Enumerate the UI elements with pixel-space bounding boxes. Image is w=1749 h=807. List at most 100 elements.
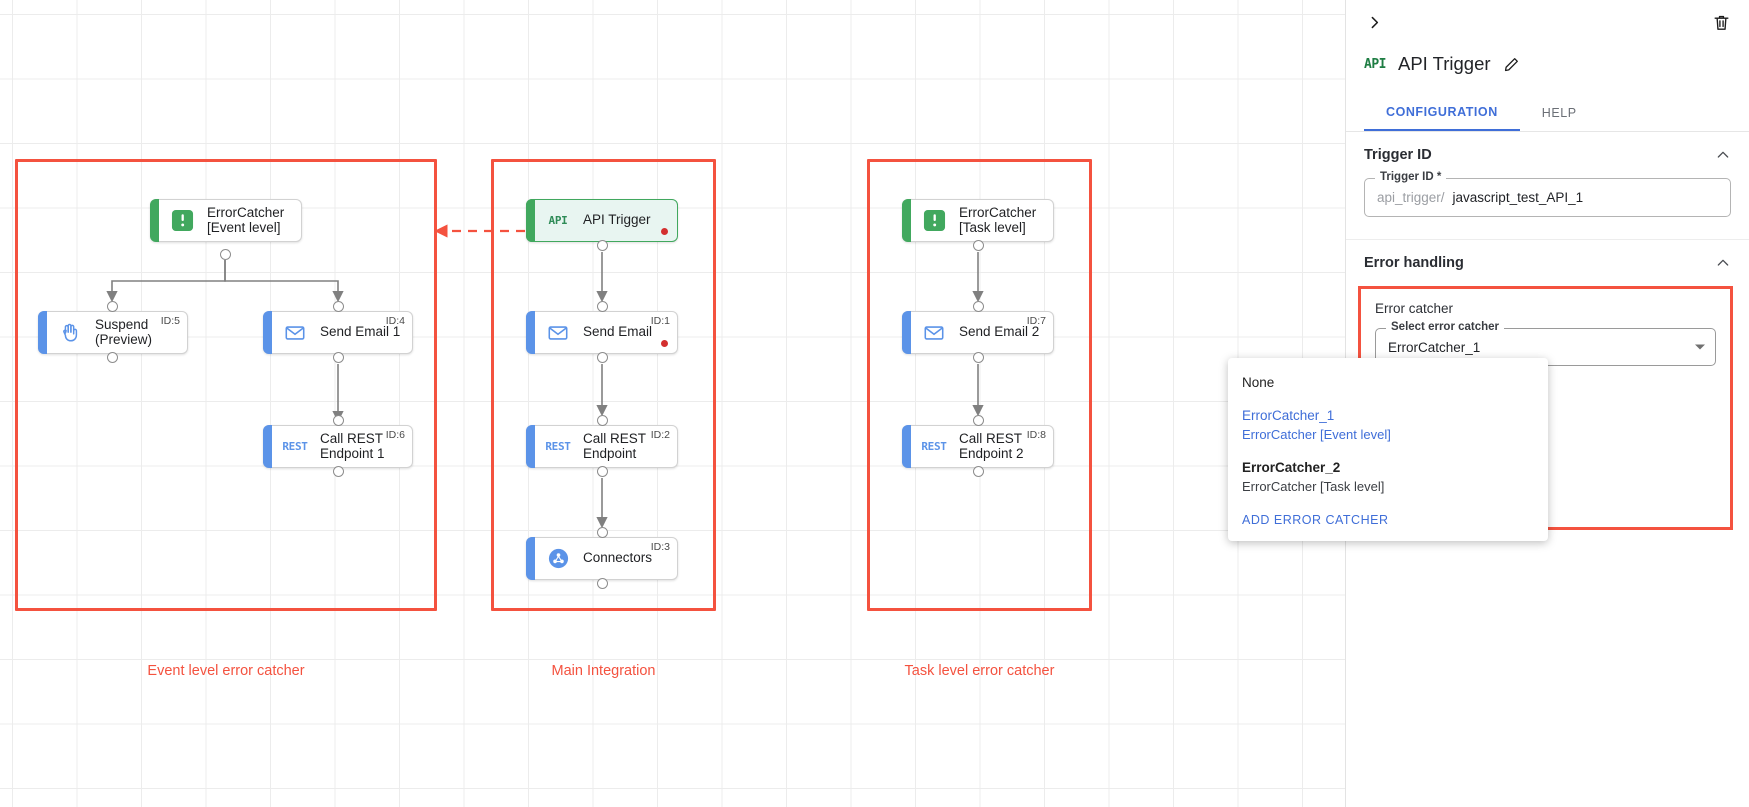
node-port-out[interactable] xyxy=(333,466,344,477)
node-id-badge: ID:5 xyxy=(160,315,180,327)
option-primary-label: ErrorCatcher_1 xyxy=(1242,408,1335,423)
node-accent-bar xyxy=(526,311,535,354)
node-port-in[interactable] xyxy=(333,415,344,426)
node-send-email[interactable]: Send Email ID:1 xyxy=(526,311,678,354)
node-port-out[interactable] xyxy=(597,352,608,363)
node-id-badge: ID:7 xyxy=(1026,315,1046,327)
node-port-out[interactable] xyxy=(597,578,608,589)
node-label: Connectors xyxy=(583,550,653,566)
option-secondary-label: ErrorCatcher [Task level] xyxy=(1242,479,1385,494)
node-api-trigger[interactable]: API API Trigger xyxy=(526,199,678,242)
node-accent-bar xyxy=(526,425,535,468)
trigger-id-prefix: api_trigger/ xyxy=(1377,190,1445,205)
node-error-indicator xyxy=(661,340,668,347)
add-error-catcher-button[interactable]: ADD ERROR CATCHER xyxy=(1242,513,1389,527)
api-icon: API xyxy=(1364,56,1386,72)
node-accent-bar xyxy=(150,199,159,242)
node-id-badge: ID:4 xyxy=(385,315,405,327)
node-label: Send Email 2 xyxy=(959,324,1040,340)
page-title: API Trigger xyxy=(1397,53,1491,74)
node-call-rest-endpoint[interactable]: REST Call REST Endpoint ID:2 xyxy=(526,425,678,468)
api-icon: API xyxy=(548,214,568,227)
panel-title-row: API API Trigger xyxy=(1346,46,1749,82)
node-accent-bar xyxy=(902,425,911,468)
node-port-in[interactable] xyxy=(597,301,608,312)
section-error-handling: Error handling xyxy=(1346,240,1749,286)
section-trigger-id-header[interactable]: Trigger ID xyxy=(1364,132,1731,178)
node-label: Call REST Endpoint 2 xyxy=(959,431,1024,461)
chevron-right-icon[interactable] xyxy=(1362,10,1386,34)
node-label: Call REST Endpoint xyxy=(583,431,647,461)
group-frame-main-integration[interactable] xyxy=(491,159,716,611)
select-error-catcher-value: ErrorCatcher_1 xyxy=(1388,339,1481,355)
node-call-rest-endpoint-2[interactable]: REST Call REST Endpoint 2 ID:8 xyxy=(902,425,1054,468)
group-frame-event-level[interactable] xyxy=(15,159,437,611)
node-port-in[interactable] xyxy=(333,301,344,312)
node-errorcatcher-event-level[interactable]: ErrorCatcher [Event level] xyxy=(150,199,302,242)
workflow-canvas[interactable]: Event level error catcher Main Integrati… xyxy=(0,0,1345,807)
node-errorcatcher-task-level[interactable]: ErrorCatcher [Task level] xyxy=(902,199,1054,242)
dropdown-option-errorcatcher-2[interactable]: ErrorCatcher_2 ErrorCatcher [Task level] xyxy=(1228,451,1548,503)
select-error-catcher[interactable]: Select error catcher ErrorCatcher_1 xyxy=(1375,321,1716,366)
dropdown-option-errorcatcher-1[interactable]: ErrorCatcher_1 ErrorCatcher [Event level… xyxy=(1228,399,1548,451)
tab-configuration[interactable]: CONFIGURATION xyxy=(1364,94,1520,131)
tab-help[interactable]: HELP xyxy=(1541,105,1577,120)
envelope-icon xyxy=(921,320,947,346)
group-frame-task-level[interactable] xyxy=(867,159,1092,611)
trigger-id-legend: Trigger ID * xyxy=(1375,171,1447,183)
node-suspend[interactable]: Suspend (Preview) ID:5 xyxy=(38,311,188,354)
node-accent-bar xyxy=(526,537,535,580)
node-call-rest-endpoint-1[interactable]: REST Call REST Endpoint 1 ID:6 xyxy=(263,425,413,468)
section-error-handling-header[interactable]: Error handling xyxy=(1364,240,1731,286)
panel-toolbar xyxy=(1346,0,1749,46)
node-send-email-2[interactable]: Send Email 2 ID:7 xyxy=(902,311,1054,354)
section-title: Trigger ID xyxy=(1364,147,1432,163)
node-label: ErrorCatcher [Event level] xyxy=(207,205,285,235)
node-port-in[interactable] xyxy=(973,301,984,312)
chevron-down-icon[interactable] xyxy=(1695,344,1705,350)
node-connectors[interactable]: Connectors ID:3 xyxy=(526,537,678,580)
node-port-out[interactable] xyxy=(220,249,231,260)
node-send-email-1[interactable]: Send Email 1 ID:4 xyxy=(263,311,413,354)
node-id-badge: ID:6 xyxy=(385,429,405,441)
node-accent-bar xyxy=(38,311,47,354)
edit-icon[interactable] xyxy=(1503,56,1520,73)
node-label: Send Email 1 xyxy=(320,324,401,340)
node-port-out[interactable] xyxy=(107,352,118,363)
node-port-out[interactable] xyxy=(973,352,984,363)
node-id-badge: ID:1 xyxy=(650,315,670,327)
dropdown-option-none[interactable]: None xyxy=(1228,366,1548,399)
node-port-in[interactable] xyxy=(597,527,608,538)
node-port-in[interactable] xyxy=(107,301,118,312)
error-catcher-label: Error catcher xyxy=(1375,301,1454,316)
node-port-in[interactable] xyxy=(597,415,608,426)
node-port-out[interactable] xyxy=(973,466,984,477)
node-port-out[interactable] xyxy=(333,352,344,363)
chevron-up-icon[interactable] xyxy=(1715,147,1731,163)
envelope-icon xyxy=(545,320,571,346)
exclamation-icon xyxy=(169,208,195,234)
node-accent-bar xyxy=(902,311,911,354)
chevron-up-icon[interactable] xyxy=(1715,255,1731,271)
trigger-id-field[interactable]: Trigger ID * api_trigger/ javascript_tes… xyxy=(1364,171,1731,217)
select-error-catcher-legend: Select error catcher xyxy=(1386,321,1505,333)
envelope-icon xyxy=(282,320,308,346)
rest-icon: REST xyxy=(282,440,308,453)
trigger-id-input[interactable]: javascript_test_API_1 xyxy=(1452,190,1584,205)
exclamation-icon xyxy=(921,208,947,234)
option-primary-label: ErrorCatcher_2 xyxy=(1242,460,1341,475)
node-label: Suspend (Preview) xyxy=(95,317,153,347)
delete-icon[interactable] xyxy=(1709,10,1733,34)
option-secondary-label: ErrorCatcher [Event level] xyxy=(1242,427,1391,442)
node-accent-bar xyxy=(526,199,535,242)
node-label: Call REST Endpoint 1 xyxy=(320,431,385,461)
error-catcher-dropdown-menu[interactable]: None ErrorCatcher_1 ErrorCatcher [Event … xyxy=(1228,358,1548,541)
node-port-out[interactable] xyxy=(597,240,608,251)
node-port-in[interactable] xyxy=(973,415,984,426)
hand-icon xyxy=(57,320,83,346)
node-accent-bar xyxy=(263,311,272,354)
node-port-out[interactable] xyxy=(597,466,608,477)
node-label: ErrorCatcher [Task level] xyxy=(959,205,1037,235)
node-port-out[interactable] xyxy=(973,240,984,251)
option-primary-label: None xyxy=(1242,375,1275,390)
